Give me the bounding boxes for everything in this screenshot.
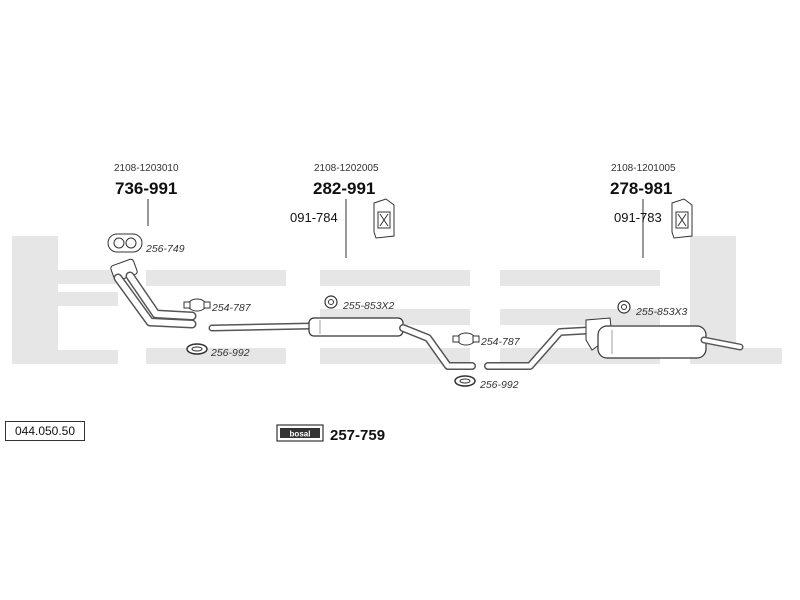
rear-silencer-drawing <box>484 317 744 370</box>
catalog-number-box: 044.050.50 <box>5 421 85 441</box>
catalog-number: 044.050.50 <box>14 424 76 438</box>
rubber-mount-middle-icon <box>373 198 395 239</box>
sealing-ring-rear-pipe-icon <box>454 375 476 387</box>
middle-silencer-drawing <box>208 317 476 370</box>
clamp-rear-icon <box>617 300 631 314</box>
rubber-mount-rear-icon <box>671 198 693 239</box>
front-pipe-oem-number: 2108-1203010 <box>114 163 179 174</box>
clamp-middle-number: 255-853X2 <box>342 300 395 312</box>
sealing-ring-front-icon <box>186 343 208 355</box>
front-pipe-part-number: 736-991 <box>115 179 177 198</box>
flange-gasket-icon <box>107 233 143 253</box>
rear-mount-number: 091-783 <box>614 210 662 225</box>
middle-silencer-oem-number: 2108-1202005 <box>314 163 379 174</box>
fitting-kit-number: 257-759 <box>330 427 385 444</box>
sealing-ring-front-number: 256-992 <box>210 347 250 359</box>
middle-silencer-part-number: 282-991 <box>313 179 375 198</box>
rear-silencer-part-number: 278-981 <box>610 179 672 198</box>
clamp-rear-pipe-icon <box>452 332 480 346</box>
middle-mount-number: 091-784 <box>290 210 338 225</box>
clamp-middle-icon <box>324 295 338 309</box>
flange-gasket-number: 256-749 <box>145 243 185 255</box>
rear-silencer-oem-number: 2108-1201005 <box>611 163 676 174</box>
fitting-kit-logo-text: bosal <box>290 430 311 439</box>
clamp-rear-number: 255-853X3 <box>635 306 688 318</box>
sealing-ring-rear-pipe-number: 256-992 <box>479 379 519 391</box>
fitting-kit-logo: bosal <box>276 424 324 442</box>
front-pipe-drawing <box>110 258 197 329</box>
clamp-front-number: 254-787 <box>211 302 252 314</box>
bosal-watermark-logo <box>12 236 782 364</box>
clamp-rear-pipe-number: 254-787 <box>480 336 521 348</box>
clamp-front-icon <box>183 298 211 312</box>
